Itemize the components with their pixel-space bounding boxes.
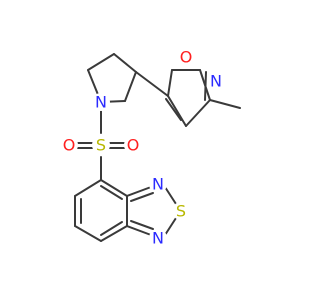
atom-label: O [63,136,76,155]
bond [126,225,152,236]
bond [164,186,177,205]
bond [204,71,207,101]
bond [185,99,211,127]
bond [130,220,154,230]
atom-s2: S [172,202,190,221]
bond [100,179,128,197]
bond [164,217,177,236]
atom-label: N [152,229,164,248]
atom-label: S [176,202,186,221]
atom-o2: O [177,48,195,67]
bond [130,192,154,202]
atom-n3: N [149,175,167,194]
atom-label: O [127,136,140,155]
bond [124,71,137,102]
atom-s1: S [92,136,110,155]
molecule-structure-diagram: N S O O O N N S N [60,47,241,248]
atom-n4: N [149,229,167,248]
bond [74,225,102,242]
atom-o1b: O [124,136,142,155]
bond [100,225,128,242]
atom-label: O [180,48,193,67]
bond [167,95,187,127]
bond [126,186,152,197]
atom-o1a: O [60,136,78,155]
bond [165,98,182,121]
atom-n2: N [207,72,225,91]
bond [113,53,137,73]
atom-label: N [152,175,164,194]
atom-label: S [96,136,106,155]
bond [167,69,173,97]
atom-label: N [210,72,222,91]
bond [209,99,241,109]
bond [87,53,115,71]
bond [74,179,102,197]
bond [100,221,123,236]
bond [100,185,123,200]
atom-label: N [95,93,107,112]
atom-n1: N [92,93,110,112]
bond [135,71,169,97]
